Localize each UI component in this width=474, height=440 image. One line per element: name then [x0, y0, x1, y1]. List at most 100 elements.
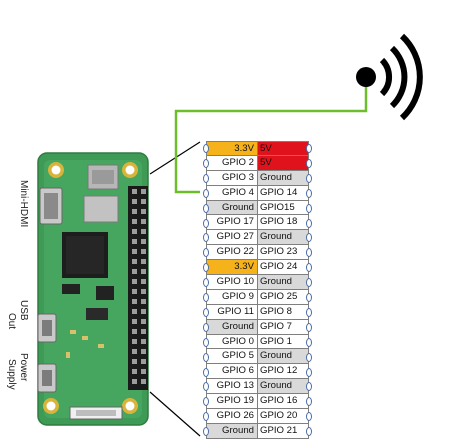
pin-connector-icon [306, 278, 312, 288]
header-pin [132, 229, 137, 234]
header-pin [141, 279, 146, 284]
pin-connector-icon [203, 278, 209, 288]
pin-label-odd: GPIO 3 [207, 170, 258, 186]
pin-label-odd: GPIO 22 [207, 245, 258, 261]
header-pin [132, 319, 137, 324]
pin-label-even: Ground [258, 349, 309, 365]
pin-label-odd: Ground [207, 423, 258, 439]
pin-connector-icon [203, 203, 209, 213]
pin-label-odd: GPIO 9 [207, 289, 258, 305]
header-pin [141, 309, 146, 314]
pin-connector-icon [306, 367, 312, 377]
pin-label-even: Ground [258, 379, 309, 395]
pin-connector-icon [203, 412, 209, 422]
header-pin [132, 369, 137, 374]
wireless-signal-icon [356, 33, 423, 121]
pin-label-odd: GPIO 11 [207, 304, 258, 320]
mini-hdmi-label: Mini-HDMI [18, 180, 29, 228]
pin-label-odd: GPIO 13 [207, 379, 258, 395]
header-pin [141, 379, 146, 384]
signal-wire [174, 80, 368, 194]
pin-label-odd: GPIO 6 [207, 364, 258, 380]
pin-label-odd: 3.3V [207, 260, 258, 276]
pin-label-even: GPIO 12 [258, 364, 309, 380]
pin-label-odd: GPIO 19 [207, 394, 258, 410]
header-pin [132, 289, 137, 294]
pin-connector-icon [203, 322, 209, 332]
pin-label-even: GPIO 14 [258, 185, 309, 201]
header-pin [141, 209, 146, 214]
header-pin [132, 259, 137, 264]
header-pin [141, 269, 146, 274]
pin-label-even: GPIO 18 [258, 215, 309, 231]
header-pin [132, 309, 137, 314]
header-pin [132, 209, 137, 214]
header-pin [141, 259, 146, 264]
header-pin [141, 359, 146, 364]
pin-connector-icon [306, 233, 312, 243]
pin-connector-icon [306, 158, 312, 168]
pin-connector-icon [306, 337, 312, 347]
pin-label-odd: GPIO 26 [207, 409, 258, 424]
header-pin [132, 329, 137, 334]
pin-connector-icon [306, 293, 312, 302]
pin-connector-icon [306, 307, 312, 317]
pin-connector-icon [203, 218, 209, 228]
pin-label-even: Ground [258, 170, 309, 186]
pin-label-odd: GPIO 2 [207, 155, 258, 171]
pin-connector-icon [306, 203, 312, 213]
pin-label-odd: GPIO 0 [207, 334, 258, 350]
pin-connector-icon [203, 382, 209, 392]
pin-label-even: GPIO 23 [258, 245, 309, 261]
header-pin [141, 319, 146, 324]
pin-connector-icon [306, 427, 312, 437]
pin-label-odd: GPIO 4 [207, 185, 258, 201]
usb-out-label-line2: Out [6, 313, 17, 330]
header-pin [141, 229, 146, 234]
pin-connector-icon [203, 307, 209, 317]
pin-connector-icon [203, 352, 209, 362]
pin-label-odd: Ground [207, 319, 258, 335]
pin-connector-icon [306, 144, 312, 153]
pin-connector-icon [306, 218, 312, 228]
pin-connector-icon [306, 397, 312, 407]
pin-label-even: Ground [258, 230, 309, 246]
header-pin [141, 219, 146, 224]
pin-label-even: GPIO 24 [258, 260, 309, 276]
header-pin [132, 199, 137, 204]
pin-connector-icon [306, 188, 312, 198]
pin-connector-icon [203, 233, 209, 243]
header-pin [132, 219, 137, 224]
pin-label-odd: Ground [207, 200, 258, 216]
pin-connector-icon [203, 397, 209, 407]
pin-label-even: GPIO 21 [258, 423, 309, 439]
header-pin [141, 249, 146, 254]
pin-connector-icon [203, 427, 209, 437]
header-pin [141, 339, 146, 344]
pin-connector-icon [203, 173, 209, 183]
header-pin [141, 299, 146, 304]
pin-label-even: 5V [258, 155, 309, 171]
header-pin [141, 239, 146, 244]
header-pin [132, 249, 137, 254]
pin-connector-icon [306, 412, 312, 422]
pin-label-odd: 3.3V [207, 141, 258, 156]
pin-label-even: GPIO 16 [258, 394, 309, 410]
